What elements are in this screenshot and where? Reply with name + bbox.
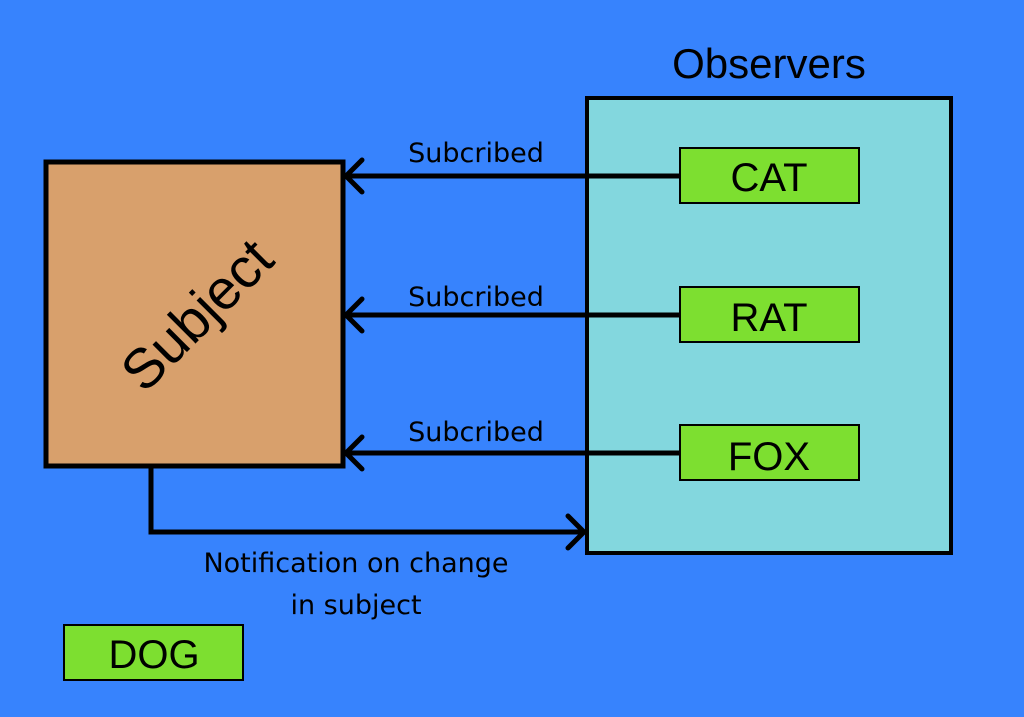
notification-label-line1: Notification on change — [203, 548, 508, 579]
notification-label-line2: in subject — [290, 590, 421, 621]
observer-label: RAT — [730, 296, 807, 340]
observer-box — [679, 286, 860, 343]
arrowhead-icon — [565, 513, 587, 551]
subscribe-edge-rat: Subcribed — [343, 282, 682, 334]
dog-label: DOG — [108, 633, 199, 677]
edge-label: Subcribed — [408, 138, 544, 169]
edge-label: Subcribed — [408, 282, 544, 313]
subject-box — [43, 159, 346, 469]
observer-box — [679, 147, 860, 204]
dog-box — [63, 624, 244, 681]
observer-rat: RAT — [679, 286, 860, 343]
arrowhead-icon — [343, 157, 365, 195]
observer-label: FOX — [728, 435, 810, 479]
observer-box — [679, 424, 860, 481]
notification-line — [148, 466, 584, 535]
edge-label: Subcribed — [408, 417, 544, 448]
observer-label: CAT — [730, 156, 807, 200]
subscribe-edge-fox: Subcribed — [343, 417, 682, 472]
subject-node: Subject — [43, 159, 346, 469]
observer-fox: FOX — [679, 424, 860, 481]
notification-edge: Notification on change in subject — [148, 466, 587, 621]
subscribe-edge-cat: Subcribed — [343, 138, 682, 195]
unsubscribed-dog: DOG — [63, 624, 244, 681]
observer-cat: CAT — [679, 147, 860, 204]
observers-title: Observers — [672, 40, 866, 87]
arrowhead-icon — [343, 434, 365, 472]
arrowhead-icon — [343, 296, 365, 334]
